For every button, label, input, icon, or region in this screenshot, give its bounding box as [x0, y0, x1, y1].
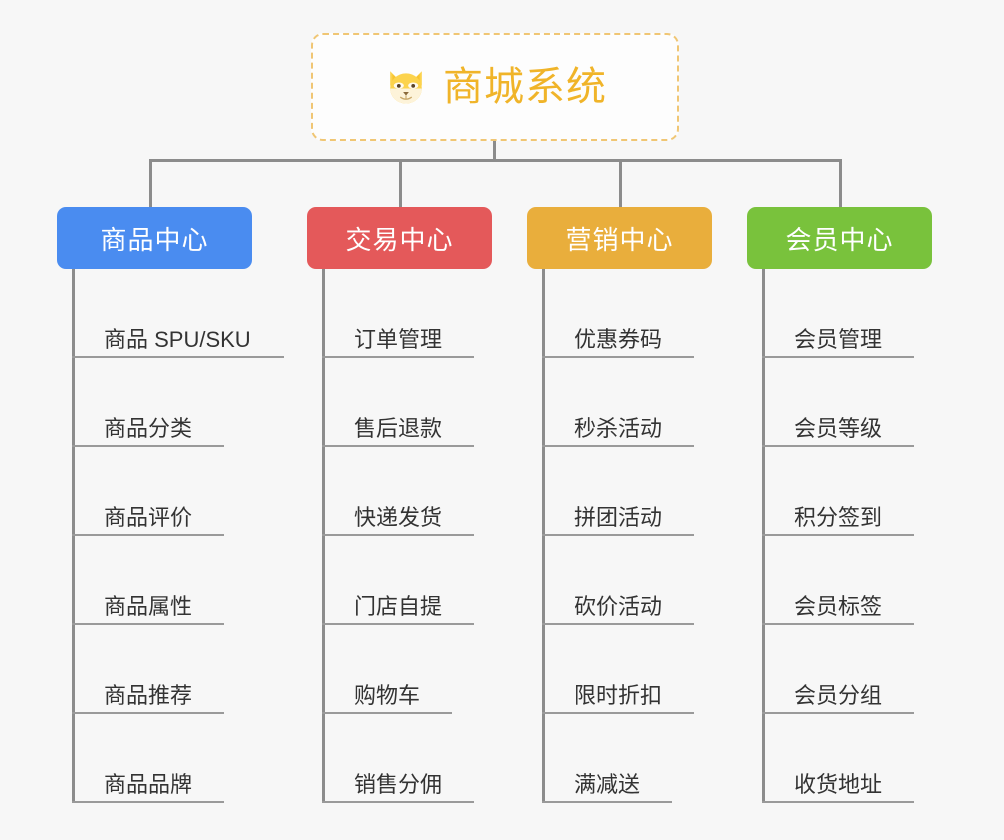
leaf-item-underline	[762, 801, 914, 803]
leaf-item[interactable]: 售后退款	[322, 358, 474, 447]
leaf-item-label: 商品品牌	[104, 771, 193, 797]
shiba-dog-face-icon	[390, 71, 422, 104]
leaf-item[interactable]: 商品分类	[72, 358, 251, 447]
leaf-item[interactable]: 商品推荐	[72, 625, 251, 714]
branch-3: 营销中心优惠券码秒杀活动拼团活动砍价活动限时折扣满减送	[527, 207, 712, 803]
leaf-item-label: 快递发货	[354, 504, 443, 530]
leaf-item-label: 销售分佣	[354, 771, 443, 797]
leaf-item[interactable]: 商品 SPU/SKU	[72, 269, 284, 358]
leaf-item[interactable]: 商品属性	[72, 536, 251, 625]
leaf-item-label: 会员分组	[794, 682, 883, 708]
leaf-item-label: 商品 SPU/SKU	[104, 326, 251, 352]
leaf-item-underline	[762, 623, 914, 625]
leaf-item[interactable]: 购物车	[322, 625, 452, 714]
leaf-item-underline	[542, 356, 694, 358]
leaf-item[interactable]: 快递发货	[322, 447, 474, 536]
leaf-item-label: 限时折扣	[574, 682, 663, 708]
leaf-item[interactable]: 会员标签	[762, 536, 914, 625]
leaf-item-label: 积分签到	[794, 504, 883, 530]
leaf-item-label: 商品评价	[104, 504, 193, 530]
root-node[interactable]: 商城系统	[311, 33, 679, 141]
leaf-item[interactable]: 满减送	[542, 714, 672, 803]
leaf-item[interactable]: 销售分佣	[322, 714, 474, 803]
connector-drop-4	[839, 159, 842, 207]
branch-spine-3	[542, 269, 545, 803]
leaf-item-underline	[542, 534, 694, 536]
leaf-item[interactable]: 秒杀活动	[542, 358, 694, 447]
leaf-item[interactable]: 商品品牌	[72, 714, 251, 803]
leaf-item[interactable]: 砍价活动	[542, 536, 694, 625]
root-title: 商城系统	[443, 65, 607, 109]
leaf-item-label: 满减送	[574, 771, 641, 797]
leaf-item-label: 订单管理	[354, 326, 443, 352]
leaf-item-underline	[72, 534, 224, 536]
branch-header-2[interactable]: 交易中心	[307, 207, 492, 269]
leaf-item-underline	[72, 712, 224, 714]
connector-drop-1	[149, 159, 152, 207]
leaf-item-underline	[542, 623, 694, 625]
leaf-item-underline	[322, 445, 474, 447]
leaf-list-3: 优惠券码秒杀活动拼团活动砍价活动限时折扣满减送	[542, 269, 694, 803]
leaf-item-label: 优惠券码	[574, 326, 663, 352]
leaf-item-underline	[322, 356, 474, 358]
leaf-item-underline	[542, 801, 672, 803]
leaf-item[interactable]: 门店自提	[322, 536, 474, 625]
branch-spine-2	[322, 269, 325, 803]
branch-spine-1	[72, 269, 75, 803]
leaf-item-underline	[542, 445, 694, 447]
branch-header-4[interactable]: 会员中心	[747, 207, 932, 269]
leaf-item[interactable]: 商品评价	[72, 447, 251, 536]
leaf-item[interactable]: 拼团活动	[542, 447, 694, 536]
leaf-item[interactable]: 收货地址	[762, 714, 914, 803]
leaf-item-label: 商品推荐	[104, 682, 193, 708]
leaf-item-label: 商品属性	[104, 593, 193, 619]
leaf-item-label: 拼团活动	[574, 504, 663, 530]
leaf-item-underline	[72, 445, 224, 447]
leaf-item-underline	[322, 801, 474, 803]
leaf-item-underline	[72, 356, 284, 358]
leaf-item-underline	[322, 623, 474, 625]
branch-header-3[interactable]: 营销中心	[527, 207, 712, 269]
leaf-item-label: 商品分类	[104, 415, 193, 441]
leaf-item-underline	[542, 712, 694, 714]
leaf-item-label: 会员标签	[794, 593, 883, 619]
leaf-item-underline	[762, 534, 914, 536]
leaf-item-underline	[762, 356, 914, 358]
leaf-item-underline	[322, 534, 474, 536]
leaf-item-label: 售后退款	[354, 415, 443, 441]
branch-4: 会员中心会员管理会员等级积分签到会员标签会员分组收货地址	[747, 207, 932, 803]
connector-root-stem	[493, 141, 496, 161]
leaf-item-label: 收货地址	[794, 771, 883, 797]
leaf-item[interactable]: 限时折扣	[542, 625, 694, 714]
leaf-item[interactable]: 优惠券码	[542, 269, 694, 358]
leaf-item-label: 门店自提	[354, 593, 443, 619]
leaf-list-4: 会员管理会员等级积分签到会员标签会员分组收货地址	[762, 269, 914, 803]
branch-1: 商品中心商品 SPU/SKU 商品分类商品评价商品属性商品推荐商品品牌	[57, 207, 284, 803]
leaf-item-underline	[72, 801, 224, 803]
leaf-item-underline	[762, 445, 914, 447]
connector-horizontal-bus	[149, 159, 839, 162]
leaf-item[interactable]: 订单管理	[322, 269, 474, 358]
leaf-list-1: 商品 SPU/SKU 商品分类商品评价商品属性商品推荐商品品牌	[72, 269, 284, 803]
branch-spine-4	[762, 269, 765, 803]
leaf-item-label: 会员管理	[794, 326, 883, 352]
leaf-item-label: 会员等级	[794, 415, 883, 441]
leaf-item-underline	[322, 712, 452, 714]
branch-2: 交易中心订单管理售后退款快递发货门店自提购物车销售分佣	[307, 207, 492, 803]
connector-drop-3	[619, 159, 622, 207]
leaf-item-label: 砍价活动	[574, 593, 663, 619]
leaf-item-underline	[72, 623, 224, 625]
leaf-item[interactable]: 积分签到	[762, 447, 914, 536]
leaf-item[interactable]: 会员分组	[762, 625, 914, 714]
leaf-item-label: 购物车	[354, 682, 421, 708]
connector-drop-2	[399, 159, 402, 207]
leaf-item-underline	[762, 712, 914, 714]
branch-header-1[interactable]: 商品中心	[57, 207, 252, 269]
leaf-item[interactable]: 会员等级	[762, 358, 914, 447]
leaf-list-2: 订单管理售后退款快递发货门店自提购物车销售分佣	[322, 269, 474, 803]
leaf-item[interactable]: 会员管理	[762, 269, 914, 358]
leaf-item-label: 秒杀活动	[574, 415, 663, 441]
